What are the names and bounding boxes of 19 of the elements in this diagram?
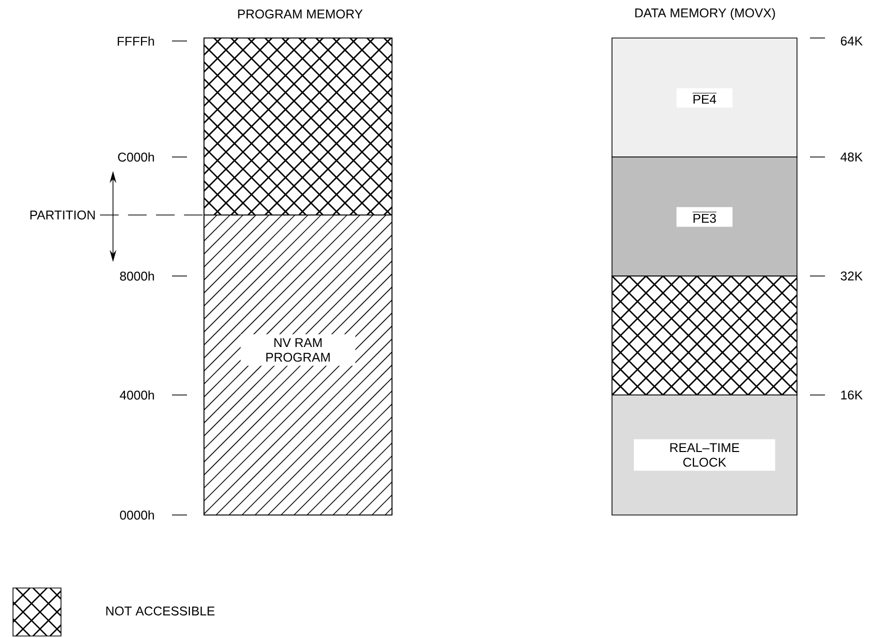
- address-label: FFFFh: [118, 36, 154, 46]
- column-heading: DATA MEMORY (MOVX): [635, 8, 775, 20]
- column-heading: PROGRAM MEMORY: [238, 10, 363, 18]
- memory-region: $\overline{\mbox{PE3}}$: [612, 156, 798, 276]
- address-label: 0000h: [120, 510, 154, 520]
- memory-region: REAL–TIME CLOCK: [612, 394, 798, 516]
- address-label: 48K: [840, 152, 863, 162]
- memory-region: $\overline{\mbox{PE4}}$: [612, 38, 798, 158]
- memory-region: [204, 38, 392, 216]
- address-label: 4000h: [120, 390, 154, 400]
- memory-region: NV RAM PROGRAM: [204, 214, 392, 516]
- address-label: C000h: [118, 152, 154, 162]
- address-label: 32K: [840, 272, 863, 280]
- legend-text: NOT ACCESSIBLE: [106, 606, 215, 616]
- memory-region: [612, 276, 798, 396]
- address-label: 8000h: [120, 271, 154, 281]
- partition-label: PARTITION: [30, 210, 95, 220]
- address-label: 16K: [841, 390, 863, 400]
- address-label: 64K: [840, 36, 863, 46]
